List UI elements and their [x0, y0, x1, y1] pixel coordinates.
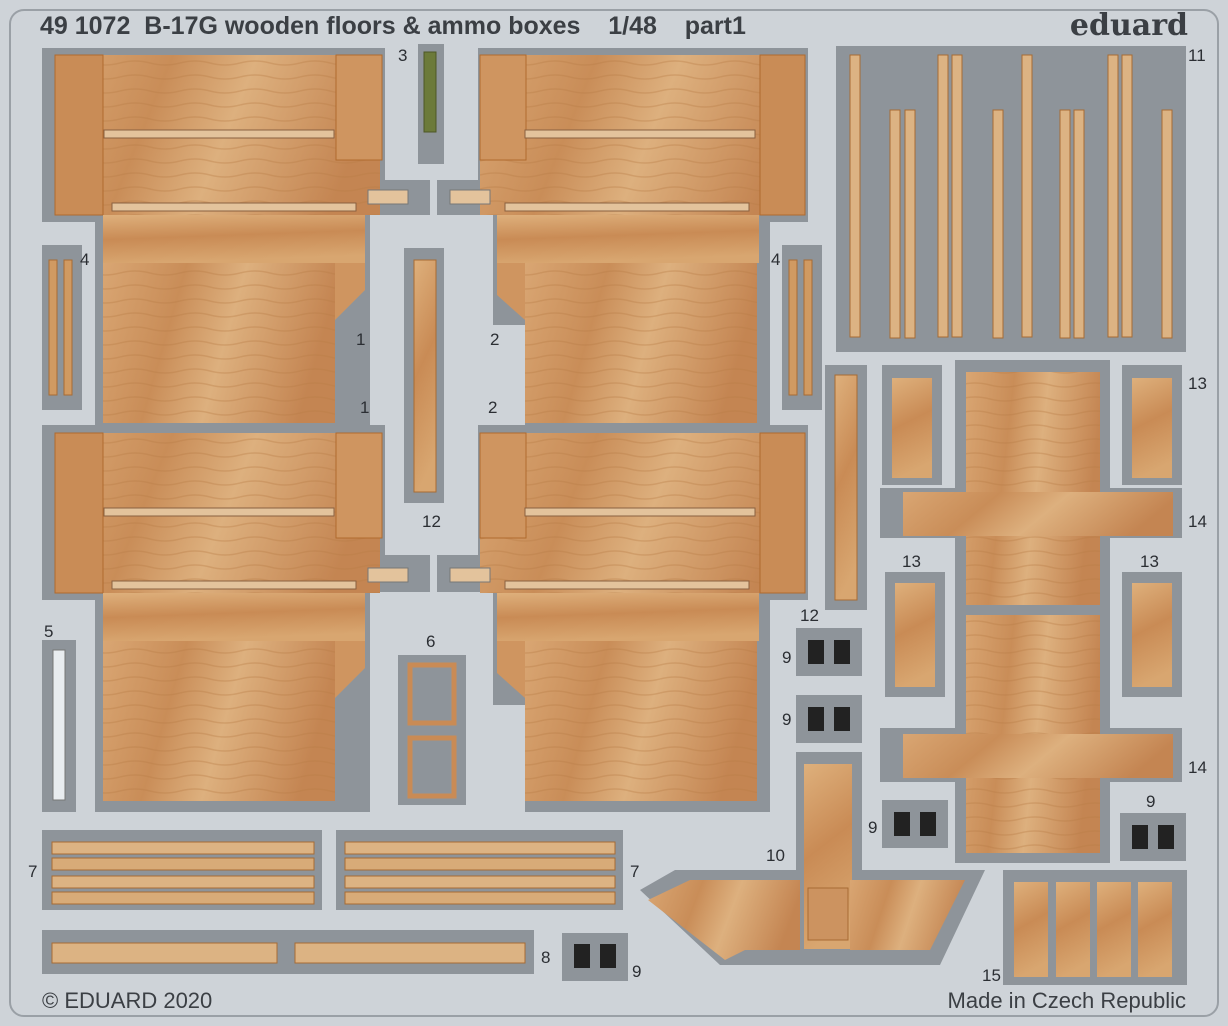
label-part-14: 14: [1188, 758, 1207, 777]
label-part-13: 13: [1188, 374, 1207, 393]
label-part-13: 13: [902, 552, 921, 571]
label-part-7: 7: [28, 862, 38, 881]
label-part-2: 2: [488, 398, 498, 417]
label-part-4: 4: [80, 250, 90, 269]
label-part-3: 3: [398, 46, 408, 65]
part-4-strips-left: [42, 245, 82, 410]
label-part-6: 6: [426, 632, 436, 651]
part-5: [42, 640, 76, 812]
floor-part-1-bottom: [42, 425, 430, 812]
label-part-1: 1: [356, 330, 366, 349]
label-part-9: 9: [1146, 792, 1156, 811]
part-4-strips-right: [782, 245, 822, 410]
part-15-boxes: [1003, 870, 1187, 985]
part-6: [398, 655, 466, 805]
part-10: [640, 752, 985, 965]
part-3-strip: [418, 44, 444, 164]
label-part-10: 10: [766, 846, 785, 865]
label-part-8: 8: [541, 948, 551, 967]
part-14-ammo-box-top: [880, 360, 1182, 615]
label-part-11: 11: [1188, 46, 1206, 65]
part-8-planks: [42, 930, 534, 974]
part-14-ammo-box-bottom: [880, 605, 1182, 863]
part-9-brackets: [562, 628, 1186, 981]
label-part-1: 1: [360, 398, 370, 417]
label-part-15: 15: [982, 966, 1001, 985]
label-part-13: 13: [1140, 552, 1159, 571]
floor-part-2-top: [437, 48, 808, 430]
label-part-14: 14: [1188, 512, 1207, 531]
label-part-7: 7: [630, 862, 640, 881]
label-part-9: 9: [782, 710, 792, 729]
made-in: Made in Czech Republic: [947, 988, 1186, 1013]
label-part-9: 9: [782, 648, 792, 667]
part-11-strips: [836, 46, 1186, 352]
part-7-planks-right: [336, 830, 623, 910]
label-part-12: 12: [422, 512, 441, 531]
label-part-12: 12: [800, 606, 819, 625]
part-7-planks-left: [42, 830, 322, 910]
copyright: © EDUARD 2020: [42, 988, 213, 1013]
floor-part-2-bottom: [437, 425, 808, 812]
label-part-4: 4: [771, 250, 781, 269]
part-13-boxes: [882, 365, 1182, 697]
floor-part-1-top: [42, 48, 430, 430]
label-part-2: 2: [490, 330, 500, 349]
label-part-9: 9: [868, 818, 878, 837]
brand-logo: eduard: [1069, 8, 1188, 43]
sheet-title: 49 1072 B-17G wooden floors & ammo boxes…: [40, 12, 746, 40]
part-12-tall: [825, 365, 867, 610]
label-part-5: 5: [44, 622, 54, 641]
part-12-strip: [404, 248, 444, 503]
label-part-9: 9: [632, 962, 642, 981]
